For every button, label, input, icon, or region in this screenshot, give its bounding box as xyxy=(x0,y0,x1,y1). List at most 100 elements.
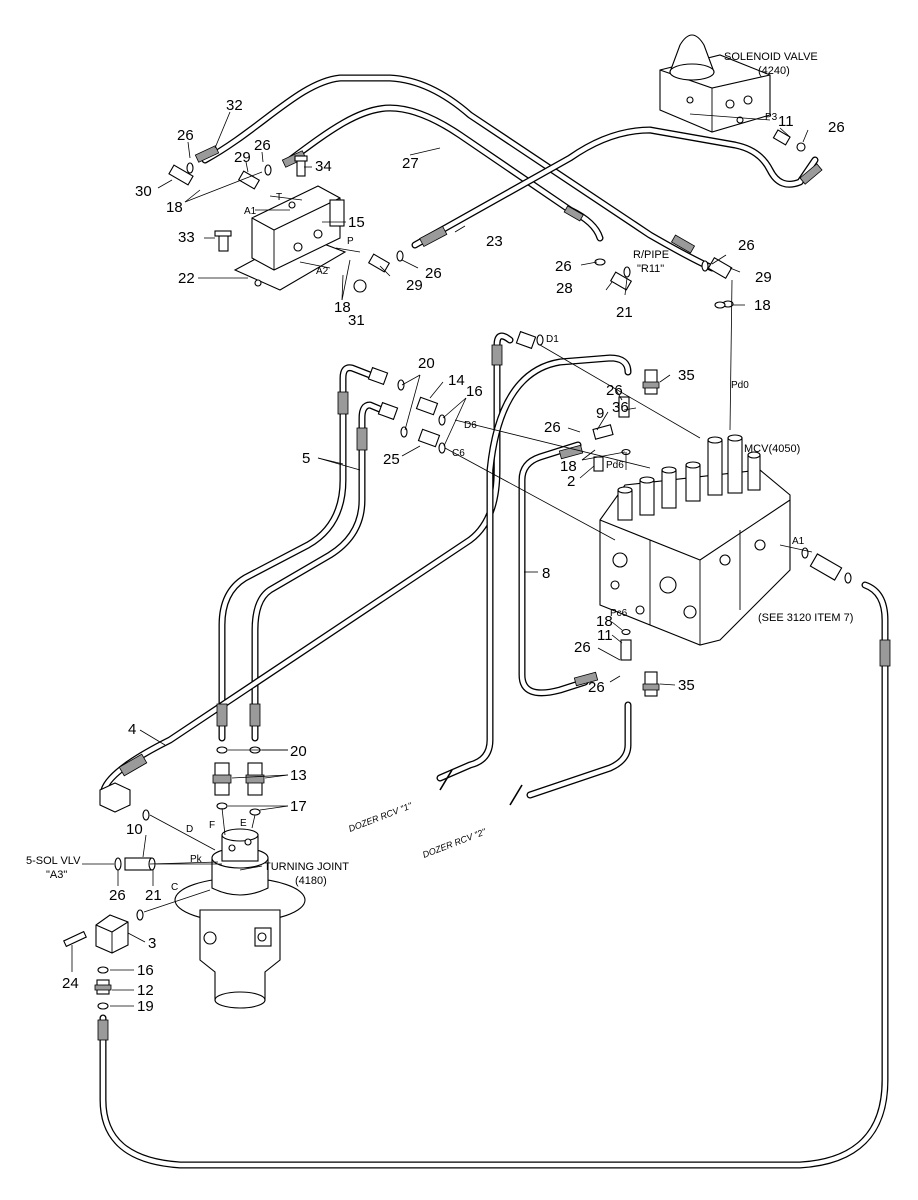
hose-return xyxy=(99,581,889,1169)
r-pipe-code: "R11" xyxy=(637,263,664,275)
callout-29: 29 xyxy=(234,149,251,166)
callout-11: 11 xyxy=(597,627,613,644)
callout-27: 27 xyxy=(402,155,419,172)
callout-26: 26 xyxy=(544,419,561,436)
callout-26: 26 xyxy=(254,137,271,154)
callout-15: 15 xyxy=(348,214,365,231)
callout-11: 11 xyxy=(778,113,794,130)
port-c: C xyxy=(171,882,178,893)
mcv-body xyxy=(599,434,852,646)
callout-26: 26 xyxy=(588,679,605,696)
callout-29: 29 xyxy=(755,269,772,286)
callout-33: 33 xyxy=(178,229,195,246)
callout-8: 8 xyxy=(542,565,550,582)
callout-31: 31 xyxy=(348,312,365,329)
hose-32 xyxy=(201,74,716,272)
solenoid-valve-code: (4240) xyxy=(758,65,790,77)
callout-4: 4 xyxy=(128,721,136,738)
callout-36: 36 xyxy=(612,399,629,416)
callout-29: 29 xyxy=(406,277,423,294)
callout-26: 26 xyxy=(606,382,623,399)
callout-26: 26 xyxy=(109,887,126,904)
port-e: E xyxy=(240,818,247,829)
leader-lines xyxy=(71,111,809,1007)
callout-30: 30 xyxy=(135,183,152,200)
hose-dozer-1 xyxy=(436,354,632,782)
callout-24: 24 xyxy=(62,975,79,992)
callout-13: 13 xyxy=(290,767,307,784)
callout-25: 25 xyxy=(383,451,400,468)
callout-18: 18 xyxy=(754,297,771,314)
callout-21: 21 xyxy=(616,304,633,321)
valve-block-15 xyxy=(233,185,367,293)
callout-18: 18 xyxy=(334,299,351,316)
port-p3: P3 xyxy=(765,112,778,123)
hose-5-outer xyxy=(218,364,374,742)
callout-35: 35 xyxy=(678,367,695,384)
port-pd0: Pd0 xyxy=(731,380,749,391)
callout-26: 26 xyxy=(574,639,591,656)
hose-break-marks xyxy=(439,769,523,806)
hose-27 xyxy=(286,104,604,242)
port-pk: Pk xyxy=(190,854,203,865)
callout-26: 26 xyxy=(177,127,194,144)
port-a1-block: A1 xyxy=(244,206,257,217)
callout-9: 9 xyxy=(596,405,604,422)
callout-18: 18 xyxy=(560,458,577,475)
turning-joint-code: (4180) xyxy=(295,875,327,887)
r-pipe-name: R/PIPE xyxy=(633,249,669,261)
callout-numbers: 32 26 26 29 34 30 18 15 33 22 18 31 29 2… xyxy=(62,97,845,1015)
hoses xyxy=(99,74,889,1169)
port-c6: C6 xyxy=(452,448,465,459)
callout-3: 3 xyxy=(148,935,156,952)
see-reference-note: (SEE 3120 ITEM 7) xyxy=(758,612,853,624)
port-d1: D1 xyxy=(546,334,559,345)
callout-26: 26 xyxy=(425,265,442,282)
callout-16: 16 xyxy=(137,962,154,979)
callout-2: 2 xyxy=(567,473,575,490)
port-p: P xyxy=(347,236,354,247)
hose-23 xyxy=(411,126,819,249)
sol-vlv-name: 5-SOL VLV xyxy=(26,855,81,867)
mid-fittings xyxy=(367,330,544,454)
callout-21: 21 xyxy=(145,887,162,904)
callout-10: 10 xyxy=(126,821,143,838)
callout-20: 20 xyxy=(290,743,307,760)
callout-23: 23 xyxy=(486,233,503,250)
port-d6: D6 xyxy=(464,420,477,431)
mcv-name: MCV(4050) xyxy=(744,443,800,455)
callout-34: 34 xyxy=(315,158,332,175)
lower-fittings xyxy=(136,746,265,921)
hose-5-inner xyxy=(251,401,386,742)
callout-16: 16 xyxy=(466,383,483,400)
callout-20: 20 xyxy=(418,355,435,372)
port-d: D xyxy=(186,824,193,835)
solenoid-valve-name: SOLENOID VALVE xyxy=(724,51,818,63)
port-pd6: Pd6 xyxy=(606,460,624,471)
hose-dozer-2 xyxy=(526,701,632,799)
turning-joint-name: TURNING JOINT xyxy=(264,861,349,873)
callout-17: 17 xyxy=(290,798,307,815)
callout-19: 19 xyxy=(137,998,154,1015)
callout-18: 18 xyxy=(596,613,613,630)
callout-22: 22 xyxy=(178,270,195,287)
callout-32: 32 xyxy=(226,97,243,114)
port-f: F xyxy=(209,820,215,831)
callout-14: 14 xyxy=(448,372,465,389)
mcv-fittings xyxy=(592,301,726,697)
dozer-rcv-1-label: DOZER RCV "1" xyxy=(347,800,414,834)
callout-12: 12 xyxy=(137,982,154,999)
turning-joint xyxy=(174,828,306,1009)
solenoid-valve xyxy=(659,34,806,152)
callout-26: 26 xyxy=(555,258,572,275)
hose-8 xyxy=(518,441,589,697)
sol-vlv-code: "A3" xyxy=(46,869,67,881)
callout-26: 26 xyxy=(738,237,755,254)
port-a2: A2 xyxy=(316,266,329,277)
left-fittings xyxy=(63,782,156,1010)
callout-5: 5 xyxy=(302,450,310,467)
callout-35: 35 xyxy=(678,677,695,694)
callout-18: 18 xyxy=(166,199,183,216)
